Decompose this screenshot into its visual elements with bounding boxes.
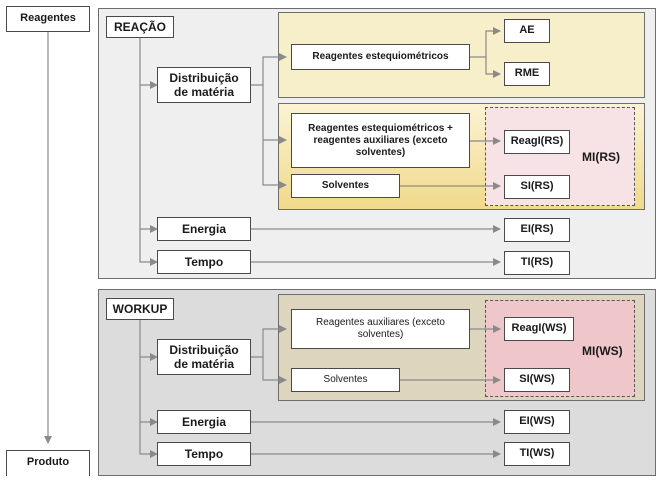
reacao-reagentes-aux-box: Reagentes estequiométricos + reagentes a…: [291, 113, 470, 168]
reagentes-box: Reagentes: [6, 6, 90, 32]
reacao-energia-box: Energia: [157, 217, 251, 241]
reacao-reagi-box: ReagI(RS): [504, 130, 570, 154]
reacao-title: REAÇÃO: [106, 16, 174, 38]
produto-box: Produto: [6, 450, 90, 476]
reacao-mi-label: MI(RS): [582, 150, 620, 164]
workup-title: WORKUP: [106, 298, 174, 320]
workup-ti-box: TI(WS): [504, 442, 570, 466]
workup-ei-box: EI(WS): [504, 410, 570, 434]
workup-distribuicao-box: Distribuição de matéria: [157, 339, 251, 375]
reacao-tempo-box: Tempo: [157, 250, 251, 274]
reacao-ei-box: EI(RS): [504, 218, 570, 242]
reacao-solventes-box: Solventes: [291, 174, 400, 198]
workup-mi-label: MI(WS): [582, 344, 623, 358]
workup-tempo-box: Tempo: [157, 442, 251, 466]
workup-reagentes-aux-box: Reagentes auxiliares (exceto solventes): [291, 309, 470, 349]
reacao-distribuicao-box: Distribuição de matéria: [157, 67, 251, 103]
reacao-ti-box: TI(RS): [504, 251, 570, 275]
reacao-reagentes-esteq-box: Reagentes estequiométricos: [291, 44, 470, 70]
ae-box: AE: [504, 19, 550, 43]
workup-reagi-box: ReagI(WS): [504, 317, 574, 341]
workup-energia-box: Energia: [157, 410, 251, 434]
workup-si-box: SI(WS): [504, 368, 570, 392]
workup-solventes-box: Solventes: [291, 368, 400, 392]
rme-box: RME: [504, 62, 550, 86]
reacao-si-box: SI(RS): [504, 175, 570, 199]
